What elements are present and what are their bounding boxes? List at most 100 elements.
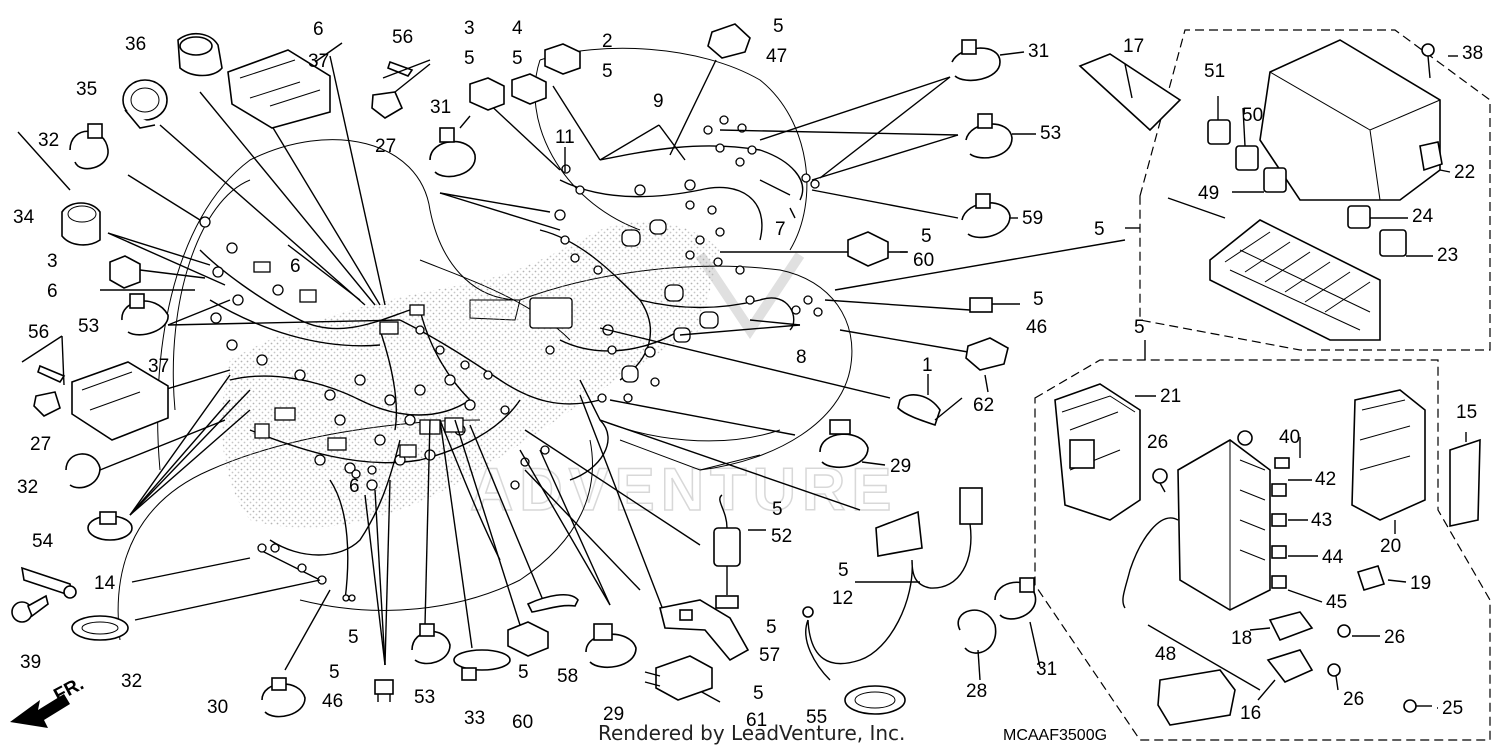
callout-29: 29 bbox=[890, 456, 911, 477]
part-band-32-mid[interactable] bbox=[65, 453, 101, 489]
part-relay-2[interactable] bbox=[544, 43, 581, 75]
part-clip-22[interactable] bbox=[1419, 141, 1443, 172]
part-band-31-top[interactable] bbox=[951, 39, 1001, 82]
part-relay-52[interactable] bbox=[713, 494, 741, 609]
part-clamp-36[interactable] bbox=[177, 32, 223, 77]
part-clamp-29-bottom[interactable] bbox=[585, 623, 637, 669]
part-band-31-bottom[interactable] bbox=[994, 577, 1037, 620]
callout-53: 53 bbox=[1040, 123, 1061, 144]
callout-47: 47 bbox=[766, 46, 787, 67]
callout-28: 28 bbox=[966, 681, 987, 702]
part-connector-61[interactable] bbox=[644, 655, 713, 701]
part-bracket-57[interactable] bbox=[659, 599, 750, 662]
part-clamp-54[interactable] bbox=[87, 511, 133, 541]
part-bolt-26-b[interactable] bbox=[1152, 468, 1168, 493]
callout-48: 48 bbox=[1155, 644, 1176, 665]
part-band-32-bottom[interactable] bbox=[71, 615, 129, 641]
callout-46: 46 bbox=[1026, 317, 1047, 338]
part-relay-3-left[interactable] bbox=[109, 255, 141, 289]
part-relay-49[interactable] bbox=[1263, 167, 1287, 193]
callout-20: 20 bbox=[1380, 536, 1401, 557]
part-box-37-top[interactable] bbox=[227, 49, 331, 129]
part-box-37-left[interactable] bbox=[71, 361, 169, 441]
callout-61: 61 bbox=[746, 710, 767, 731]
part-band-59[interactable] bbox=[961, 193, 1011, 239]
callout-5: 5 bbox=[772, 499, 783, 520]
part-band-53-left[interactable] bbox=[121, 293, 169, 336]
callout-36: 36 bbox=[125, 34, 146, 55]
callout-5: 5 bbox=[838, 560, 849, 581]
callout-6: 6 bbox=[290, 256, 301, 277]
part-band-55[interactable] bbox=[844, 685, 906, 715]
part-bolt-26-d[interactable] bbox=[1327, 663, 1341, 677]
part-bolt-39[interactable] bbox=[11, 594, 49, 623]
part-holder-20[interactable] bbox=[1351, 389, 1426, 521]
part-bolt-56-top[interactable] bbox=[382, 59, 431, 79]
part-cover-21[interactable] bbox=[1054, 383, 1141, 521]
callout-7: 7 bbox=[775, 219, 786, 240]
part-relay-60-bottom[interactable] bbox=[507, 621, 549, 657]
part-band-33[interactable] bbox=[453, 649, 511, 681]
frame-shading bbox=[221, 221, 720, 528]
part-connector-47[interactable] bbox=[707, 23, 751, 59]
part-connector-16[interactable] bbox=[1266, 649, 1314, 683]
callout-31: 31 bbox=[430, 97, 451, 118]
callout-23: 23 bbox=[1437, 245, 1458, 266]
part-plug-19[interactable] bbox=[1356, 565, 1386, 591]
part-clamp-29-mid[interactable] bbox=[819, 419, 869, 469]
callout-27: 27 bbox=[30, 434, 51, 455]
callout-26: 26 bbox=[1343, 689, 1364, 710]
part-relay-51[interactable] bbox=[1207, 119, 1231, 145]
callout-53: 53 bbox=[78, 316, 99, 337]
part-relay-23[interactable] bbox=[1379, 229, 1407, 257]
callout-45: 45 bbox=[1326, 592, 1347, 613]
part-relay-24[interactable] bbox=[1347, 205, 1371, 229]
part-band-31-left[interactable] bbox=[429, 127, 476, 178]
part-bolt-26-a[interactable] bbox=[1237, 430, 1253, 446]
part-grommet-14[interactable] bbox=[20, 566, 77, 599]
leader-48-box bbox=[1147, 624, 1261, 691]
part-bracket-58[interactable] bbox=[526, 593, 579, 613]
part-fuse-base[interactable] bbox=[1122, 439, 1271, 611]
part-relay-60-top[interactable] bbox=[847, 231, 889, 267]
callout-6: 6 bbox=[47, 281, 58, 302]
part-relay-3-top[interactable] bbox=[469, 77, 505, 111]
part-screw-25[interactable] bbox=[1403, 699, 1432, 713]
fuses-40-45[interactable] bbox=[1271, 457, 1290, 589]
part-bolt-26-c[interactable] bbox=[1337, 624, 1351, 638]
callout-34: 34 bbox=[13, 207, 35, 228]
part-relay-4[interactable] bbox=[511, 73, 547, 105]
callout-12: 12 bbox=[832, 588, 853, 609]
leader-dash bbox=[17, 131, 71, 191]
part-connector-18[interactable] bbox=[1268, 611, 1314, 642]
part-nut-27-left[interactable] bbox=[33, 391, 61, 417]
part-band-53-right[interactable] bbox=[965, 113, 1013, 159]
part-cover-17[interactable] bbox=[1078, 53, 1182, 132]
part-nut-27-top[interactable] bbox=[371, 91, 404, 119]
part-fuse-box-cover[interactable] bbox=[1259, 39, 1441, 201]
part-cable-12[interactable] bbox=[802, 487, 983, 681]
callout-6: 6 bbox=[313, 19, 324, 40]
part-clamp-34[interactable] bbox=[61, 202, 101, 246]
part-clamp-35[interactable] bbox=[122, 79, 168, 129]
part-cover-15[interactable] bbox=[1449, 438, 1481, 527]
callout-5: 5 bbox=[518, 662, 529, 683]
part-box-48[interactable] bbox=[1157, 669, 1236, 726]
part-fuse-block[interactable] bbox=[1209, 219, 1381, 341]
part-band-28[interactable] bbox=[957, 609, 997, 654]
part-band-30[interactable] bbox=[261, 677, 306, 718]
part-relay-50[interactable] bbox=[1235, 145, 1259, 171]
part-band-53-bottom[interactable] bbox=[411, 623, 451, 665]
callout-60: 60 bbox=[512, 712, 533, 733]
part-connector-62[interactable] bbox=[965, 337, 1009, 371]
part-bolt-56-left[interactable] bbox=[21, 335, 66, 386]
callout-38: 38 bbox=[1462, 43, 1483, 64]
part-fuse-46-bottom[interactable] bbox=[374, 679, 394, 702]
part-screw-38[interactable] bbox=[1421, 43, 1435, 79]
callout-5: 5 bbox=[1094, 219, 1105, 240]
callout-2: 2 bbox=[602, 31, 613, 52]
callout-42: 42 bbox=[1315, 469, 1336, 490]
part-clip-1[interactable] bbox=[897, 394, 941, 427]
part-band-32-top[interactable] bbox=[69, 123, 109, 170]
part-fuse-46-right[interactable] bbox=[969, 297, 993, 313]
